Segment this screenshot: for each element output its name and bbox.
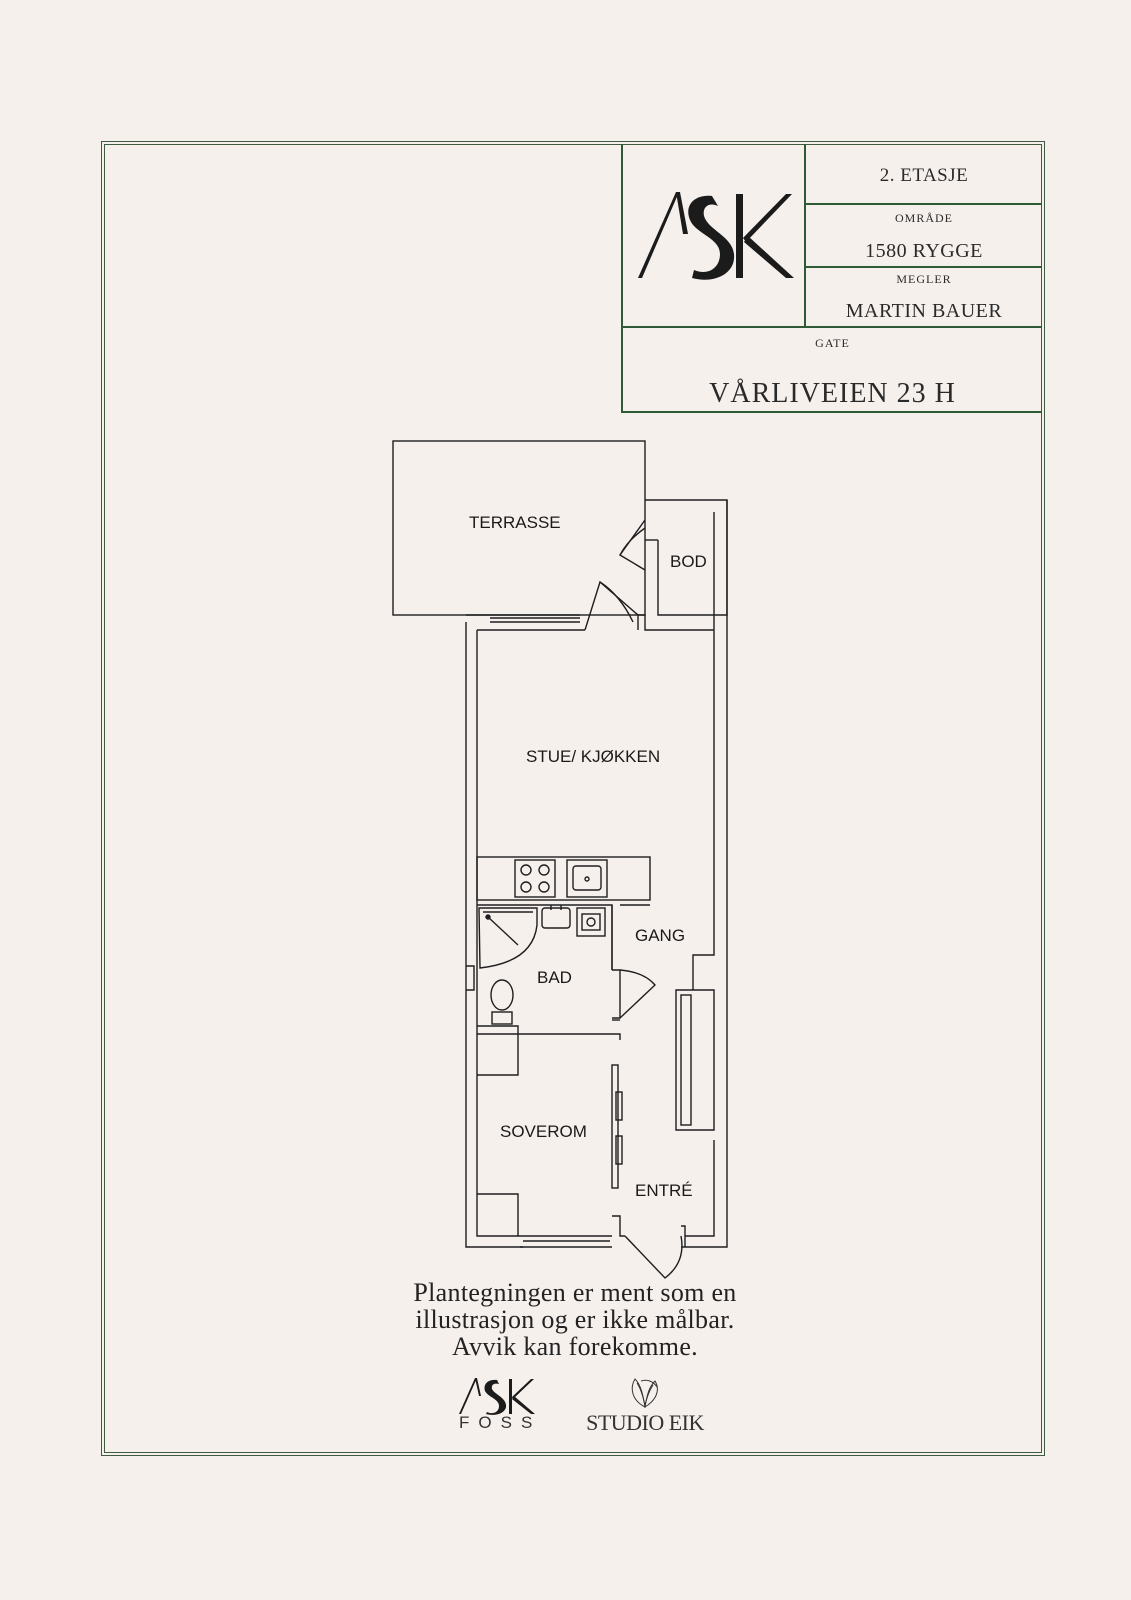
disclaimer-line-2: illustrasjon og er ikke målbar. xyxy=(415,1305,735,1334)
foss-text: FOSS xyxy=(459,1413,542,1432)
disclaimer-line-1: Plantegningen er ment som en xyxy=(413,1278,737,1307)
title-block-divider xyxy=(804,266,1042,268)
room-terrasse-label: TERRASSE xyxy=(469,513,561,532)
room-bod-label: BOD xyxy=(670,552,707,571)
agent-heading: MEGLER xyxy=(896,272,952,286)
agent-value: MARTIN BAUER xyxy=(845,300,1003,322)
kitchen-counter xyxy=(476,856,651,901)
title-block-divider xyxy=(621,411,1042,413)
room-soverom-label: SOVEROM xyxy=(500,1122,587,1141)
ask-logo xyxy=(638,192,794,280)
page-frame-inner xyxy=(104,144,1042,1453)
room-stue-label: STUE/ KJØKKEN xyxy=(526,747,661,766)
street-value: VÅRLIVEIEN 23 H xyxy=(709,378,956,409)
area-heading: OMRÅDE xyxy=(894,211,953,225)
street-heading: GATE xyxy=(815,336,850,350)
ask-foss-logo xyxy=(459,1378,535,1415)
studio-eik-text: STUDIO EIK xyxy=(586,1410,704,1435)
title-block-divider xyxy=(804,144,806,327)
room-bad-label: BAD xyxy=(537,968,572,987)
page-frame-outer xyxy=(101,141,1045,1456)
floor-label: 2. ETASJE xyxy=(879,165,969,186)
area-value: 1580 RYGGE xyxy=(865,240,983,262)
title-block-divider xyxy=(621,326,1042,328)
title-block-divider xyxy=(804,203,1042,205)
bathroom-outline xyxy=(477,904,613,970)
outer-wall-west xyxy=(465,622,523,1248)
room-entre-label: ENTRÉ xyxy=(635,1181,693,1200)
title-block-divider xyxy=(621,144,623,413)
disclaimer-line-3: Avvik kan forekomme. xyxy=(452,1332,698,1361)
room-gang-label: GANG xyxy=(635,926,686,945)
studio-eik-leaf-icon xyxy=(631,1378,658,1408)
outer-wall-east xyxy=(681,500,728,1248)
